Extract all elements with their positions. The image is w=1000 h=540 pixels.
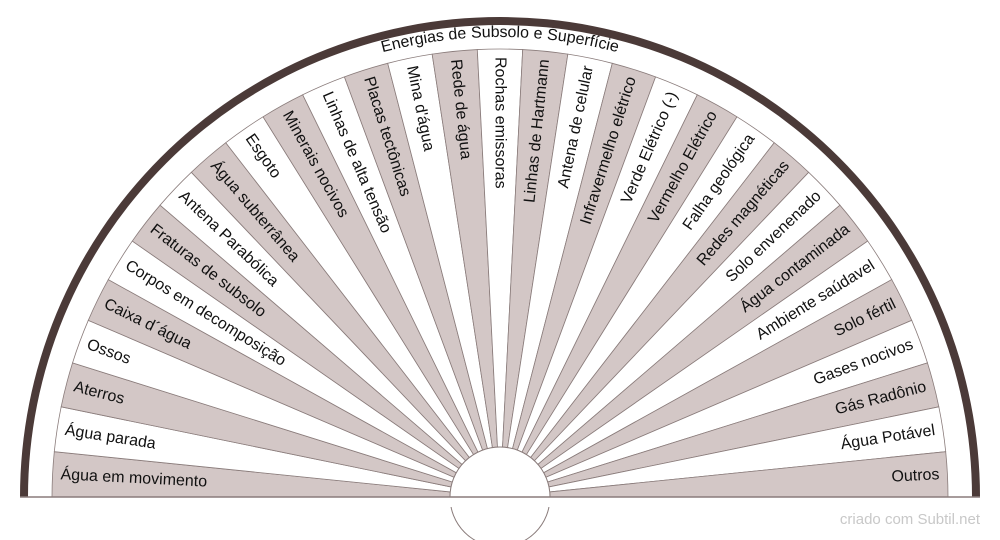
watermark: criado com Subtil.net xyxy=(839,511,980,528)
center-hub-mask xyxy=(440,497,560,507)
sector-label: Rochas emissoras xyxy=(492,57,509,189)
sector-label: Outros xyxy=(891,466,940,485)
center-hub xyxy=(449,446,551,540)
